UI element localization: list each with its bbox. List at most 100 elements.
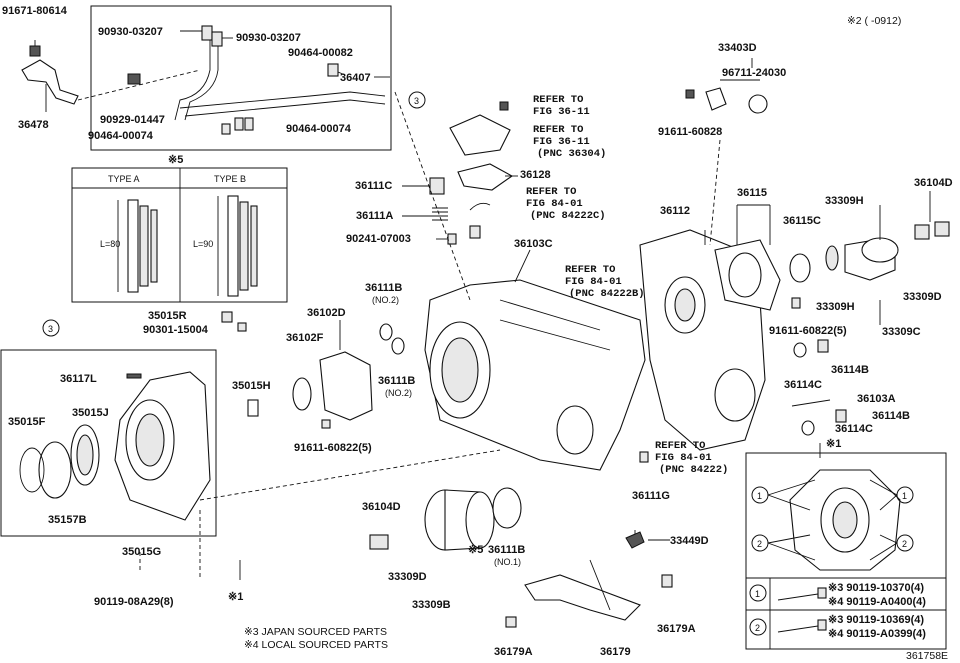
inset-row2-line2: ※4 90119-A0399(4) [828,628,926,640]
label-36179: 36179 [600,646,631,658]
label-36102d: 36102D [307,307,346,319]
inset-callout-1-left: 1 [757,491,762,501]
label-36104d-a: 36104D [914,177,953,189]
label-91611-60822-c: 91611-60822(5) [769,325,847,337]
label-90119-08a29: 90119-08A29(8) [94,596,174,608]
label-91671-80614: 91671-80614 [2,5,68,17]
inset-row1-callout: 1 [755,589,760,599]
upper-cover-drawing [429,101,514,245]
inset-case-drawing [789,469,901,571]
legend-line-2: ※4 LOCAL SOURCED PARTS [244,639,388,651]
label-90301-15004: 90301-15004 [143,324,209,336]
label-96711-24030: 96711-24030 [722,67,786,79]
inset-callout-2-right: 2 [902,539,907,549]
label-36111b-c: 36111B [488,544,525,556]
label-33403d: 33403D [718,42,757,54]
label-90929-01447: 90929-01447 [100,114,165,126]
type-b-clamp [217,195,258,297]
label-36115c: 36115C [783,215,821,227]
label-36128: 36128 [520,169,551,181]
label-33309c: 33309C [882,326,921,338]
callout-3-top: 3 [414,96,419,106]
label-33309d-a: 33309D [903,291,942,303]
inset-row1-line2: ※4 90119-A0400(4) [828,596,926,608]
label-33309b: 33309B [412,599,451,611]
inset-callout-1-right: 1 [902,491,907,501]
label-36112: 36112 [660,205,690,217]
label-91611-60822-b: 91611-60822(5) [294,442,372,454]
label-33309h-b: 33309H [816,301,855,313]
label-36179a-b: 36179A [657,623,696,635]
refer-5-line3: (PNC 84222) [659,464,728,476]
refer-4-line2: FIG 84-01 [565,276,622,288]
label-35015r: 35015R [148,310,187,322]
callout-3-left: 3 [48,324,53,334]
inset-bolt-1 [777,587,827,601]
rear-flange-drawing [789,221,950,283]
front-flange-drawing [369,487,522,551]
label-90464-00074-b: 90464-00074 [286,123,352,135]
label-90241-07003: 90241-07003 [346,233,411,245]
label-36114c-b: 36114C [835,423,873,435]
refer-3-line2: FIG 84-01 [526,198,583,210]
refer-3-line3: (PNC 84222C) [530,210,606,222]
inset-row2-line1: ※3 90119-10369(4) [828,614,924,626]
refer-4-line1: REFER TO [565,264,615,276]
refer-1-line2: FIG 36-11 [533,106,590,118]
label-x1-right: ※1 [826,438,841,450]
label-90464-00074-a: 90464-00074 [88,130,154,142]
label-36114b-a: 36114B [831,364,869,376]
type-a-header: TYPE A [108,174,140,184]
label-33309d-b: 33309D [388,571,427,583]
hose-assembly-drawing [127,25,386,135]
bracket-36478-drawing [21,40,201,112]
label-36114b-b: 36114B [872,410,910,422]
refer-2-line2: FIG 36-11 [533,136,590,148]
type-box-title: ※5 [168,154,183,166]
label-x1-left: ※1 [228,591,243,603]
label-36114c-a: 36114C [784,379,822,391]
label-36111g: 36111G [632,490,670,502]
rear-case-drawing [19,371,501,521]
inset-bolt-2 [777,619,827,633]
label-35015h: 35015H [232,380,271,392]
label-33309h-a: 33309H [825,195,864,207]
label-36104d-b: 36104D [362,501,401,513]
label-36102f: 36102F [286,332,324,344]
bracket-36179-drawing [505,559,673,628]
label-33449d: 33449D [670,535,709,547]
legend-line-1: ※3 JAPAN SOURCED PARTS [244,626,387,638]
label-36103c: 36103C [514,238,553,250]
label-no1: (NO.1) [494,557,521,567]
type-a-clamp [117,199,158,293]
center-case-drawing [424,279,646,471]
inset-callout-2-left: 2 [757,539,762,549]
label-36179a-a: 36179A [494,646,533,658]
inset-row2-callout: 2 [755,623,760,633]
label-90930-03207-a: 90930-03207 [98,26,163,38]
refer-2-line1: REFER TO [533,124,583,136]
callout-circle-3-top [408,91,426,109]
front-case-drawing [639,229,781,451]
label-90930-03207-b: 90930-03207 [236,32,301,44]
label-35157b: 35157B [48,514,87,526]
label-36111b-a: 36111B [365,282,402,294]
inset-row1-line1: ※3 90119-10370(4) [828,582,924,594]
rear-case-frame [0,349,217,537]
label-36407: 36407 [340,72,371,84]
label-36103a: 36103A [857,393,896,405]
type-b-header: TYPE B [214,174,246,184]
label-x5: ※5 [468,544,483,556]
type-b-length: L=90 [193,239,213,249]
refer-2-line3: (PNC 36304) [537,148,606,160]
refer-5-line2: FIG 84-01 [655,452,712,464]
label-36117l: 36117L [60,373,97,385]
label-no2-b: (NO.2) [385,388,412,398]
inset-frame [745,452,947,650]
label-no2-a: (NO.2) [372,295,399,305]
type-a-length: L=80 [100,239,120,249]
refer-4-line3: (PNC 84222B) [569,288,645,300]
hose-assembly-frame [90,5,392,151]
